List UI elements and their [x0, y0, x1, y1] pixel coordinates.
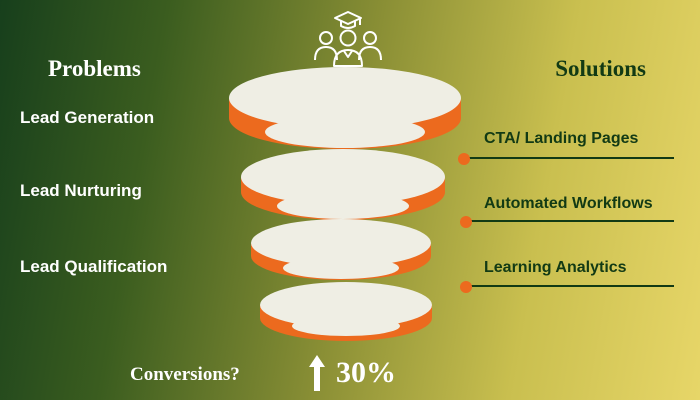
problem-lead-qualification: Lead Qualification — [20, 257, 168, 276]
problem-lead-generation: Lead Generation — [20, 108, 155, 127]
solutions-heading: Solutions — [555, 56, 646, 81]
conversions-label: Conversions? — [130, 364, 240, 385]
funnel-tier-1 — [229, 67, 461, 149]
solution-dot-2 — [460, 216, 472, 228]
solution-underline-3 — [466, 285, 674, 287]
problem-lead-nurturing: Lead Nurturing — [20, 181, 142, 200]
solution-learning-analytics: Learning Analytics — [484, 259, 627, 276]
problems-heading: Problems — [48, 56, 141, 81]
funnel-tier-4 — [260, 282, 432, 341]
solution-underline-1 — [466, 157, 674, 159]
solution-underline-2 — [466, 220, 674, 222]
conversion-value: 30% — [336, 356, 396, 389]
graduate-group-icon — [314, 11, 382, 67]
solution-cta-landing-pages: CTA/ Landing Pages — [484, 130, 639, 147]
solution-dot-3 — [460, 281, 472, 293]
solution-dot-1 — [458, 153, 470, 165]
funnel-tier-3 — [251, 219, 431, 280]
arrow-up-icon — [309, 355, 325, 391]
funnel-tier-2 — [241, 149, 445, 220]
solution-automated-workflows: Automated Workflows — [484, 195, 653, 212]
